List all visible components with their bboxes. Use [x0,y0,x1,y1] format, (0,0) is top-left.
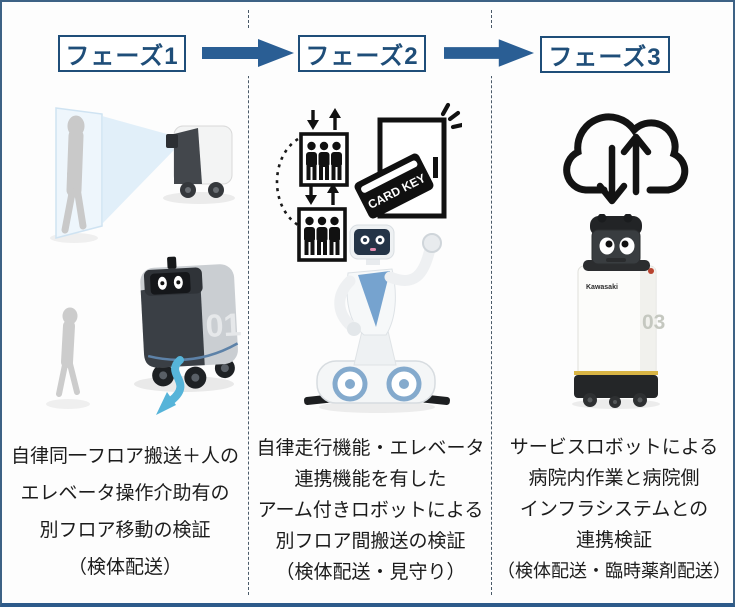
column-divider [248,10,249,595]
block-arrow-right-icon [202,39,294,67]
sensor-icon [166,134,178,148]
phase3-caption: サービスロボットによる 病院内作業と病院側 インフラシステムとの 連携検証 （検… [491,432,733,587]
phase1-caption: 自律同一フロア搬送＋人の エレベータ操作介助有の 別フロア移動の検証 （検体配送… [2,438,248,586]
card-key-door-icon: CARD KEY [354,102,462,219]
caption-line: 連携機能を有した [294,469,447,490]
robot-face-screen [150,271,191,295]
human-detection-gate-illustration [50,107,235,243]
caption-line: 自律走行機能・エレベータ [256,438,485,459]
phase1-to-phase2-arrow [196,30,300,76]
caption-line: 病院内作業と病院側 [528,468,700,489]
robot-number-03: 03 [642,311,665,334]
delivery-robot-01-illustration: 01 [46,256,242,415]
antenna-icon [167,256,177,269]
caption-line: サービスロボットによる [509,437,719,458]
path-arrow-icon [156,356,185,415]
service-robot-03-illustration: Kawasaki 03 [572,214,665,409]
caption-line: エレベータ操作介助有の [20,483,230,504]
caption-line: アーム付きロボットによる [257,500,484,521]
column-divider [491,10,492,595]
caption-line: 自律同一フロア搬送＋人の [10,446,239,467]
phase3-label: フェーズ3 [548,44,662,71]
delivery-robot: 01 [140,256,242,389]
phase1-label-box: フェーズ1 [58,35,186,72]
robot-face-screen [354,229,390,255]
robot-brand-label: Kawasaki [586,284,618,291]
dotted-loop-arc [275,137,299,227]
caption-line: （検体配送・見守り） [275,562,466,583]
phase3-label-box: フェーズ3 [540,36,670,73]
elevator-people-icon [299,108,349,187]
caption-line: 別フロア移動の検証 [39,520,211,541]
person-silhouette [56,307,80,397]
gripper-hand [422,233,442,253]
caption-line: 別フロア間搬送の検証 [275,531,466,552]
caption-line: （検体配送） [67,557,182,578]
phase1-label: フェーズ1 [65,43,179,70]
robot-number-01: 01 [205,306,242,344]
caption-line: インフラシステムとの [519,499,709,520]
delivery-robot-rear [166,125,233,198]
door-handle [433,157,438,178]
phase2-to-phase3-arrow [438,30,540,76]
arm-robot-illustration [303,224,451,413]
elevator-people-icon [297,183,347,262]
phase2-label-box: フェーズ2 [298,35,426,72]
signal-dashes-icon [440,102,462,130]
cloud-sync-arrows-icon [563,113,689,205]
caption-line: （検体配送・臨時薬剤配送） [497,561,731,581]
phase2-label: フェーズ2 [305,43,419,70]
card-key-icon: CARD KEY [354,153,434,219]
person-silhouette [61,115,87,234]
caption-line: 連携検証 [575,530,652,551]
phase2-caption: 自律走行機能・エレベータ 連携機能を有した アーム付きロボットによる 別フロア間… [249,433,492,588]
block-arrow-right-icon [444,39,534,67]
